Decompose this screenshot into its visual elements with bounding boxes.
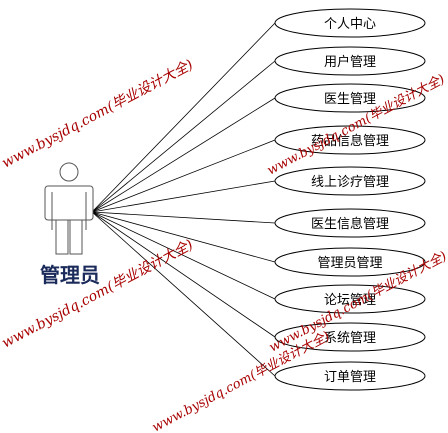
use-case-ellipse: [274, 208, 426, 238]
use-case: 线上诊疗管理: [274, 166, 426, 196]
use-case-ellipse: [274, 322, 426, 352]
use-case-ellipse: [274, 361, 426, 391]
use-case-ellipse: [274, 83, 426, 113]
association-line: [91, 22, 276, 213]
use-case-label: 系统管理: [324, 331, 376, 346]
use-case: 医生信息管理: [274, 208, 426, 238]
use-case: 论坛管理: [274, 284, 426, 314]
use-case-list: 个人中心用户管理医生管理药品信息管理线上诊疗管理医生信息管理管理员管理论坛管理系…: [274, 8, 426, 391]
association-line: [91, 211, 276, 263]
use-case-label: 管理员管理: [317, 256, 382, 271]
use-case: 药品信息管理: [274, 125, 426, 155]
use-case: 订单管理: [274, 361, 426, 391]
actor-right-leg: [69, 219, 83, 255]
actor-head: [59, 162, 79, 182]
use-case-label: 医生信息管理: [311, 216, 389, 232]
actor-name: 管理员: [40, 263, 100, 287]
use-case-ellipse: [274, 46, 426, 76]
use-case-ellipse: [274, 8, 426, 38]
use-case: 用户管理: [274, 46, 426, 76]
use-case: 系统管理: [274, 322, 426, 352]
association-line: [91, 211, 276, 300]
actor-left-leg: [55, 219, 69, 255]
use-case-ellipse: [274, 284, 426, 314]
use-case-ellipse: [274, 166, 426, 196]
association-lines: [91, 22, 276, 377]
use-case-label: 线上诊疗管理: [311, 175, 389, 190]
use-case: 医生管理: [274, 83, 426, 113]
use-case-ellipse: [274, 247, 426, 277]
use-case-label: 论坛管理: [324, 293, 376, 308]
association-line: [91, 139, 276, 213]
association-line: [91, 180, 276, 213]
use-case: 个人中心: [274, 8, 426, 38]
association-line: [91, 60, 276, 213]
use-case-label: 医生管理: [324, 92, 376, 107]
actor-body: [44, 185, 94, 221]
use-case: 管理员管理: [274, 247, 426, 277]
association-line: [91, 211, 276, 377]
association-line: [91, 211, 276, 224]
use-case-label: 用户管理: [324, 54, 376, 70]
association-line: [91, 211, 276, 338]
use-case-label: 订单管理: [324, 370, 376, 385]
association-line: [91, 97, 276, 213]
watermark-text: www.bysjdq.com(毕业设计大全): [0, 237, 196, 352]
use-case-label: 药品信息管理: [311, 133, 389, 149]
actor-figure: 管理员: [40, 162, 100, 287]
watermark-text: www.bysjdq.com(毕业设计大全): [0, 57, 196, 172]
use-case-ellipse: [274, 125, 426, 155]
use-case-label: 个人中心: [324, 17, 376, 32]
